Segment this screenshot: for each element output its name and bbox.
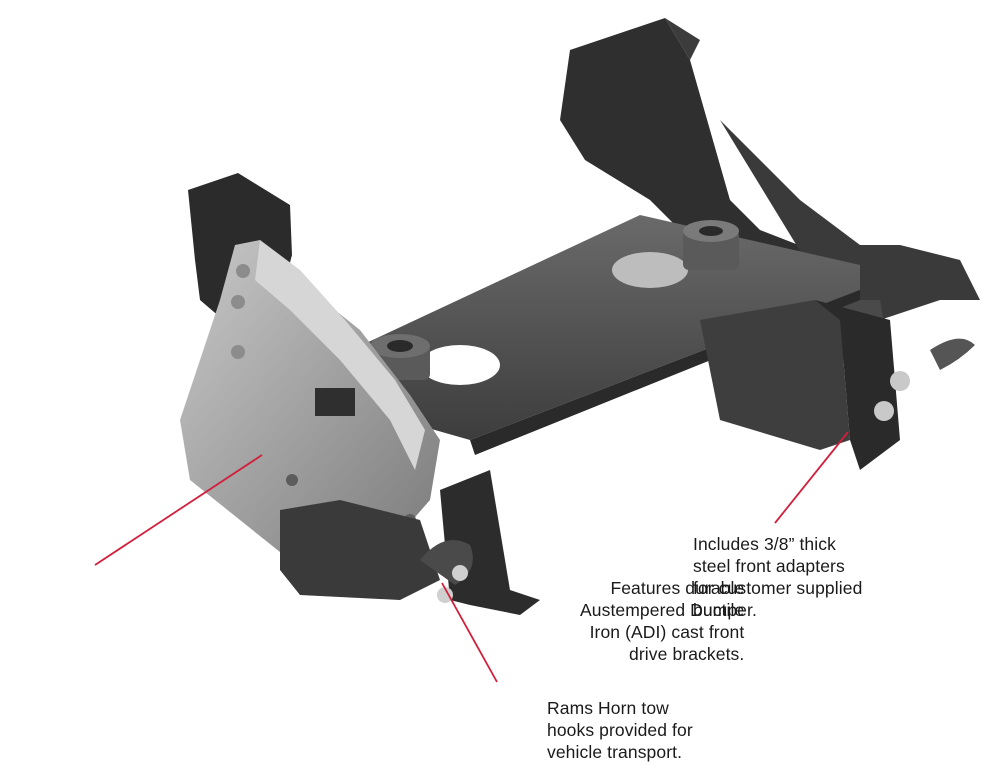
callout-line: rior xyxy=(0,435,40,457)
callout-line: Rams Horn tow xyxy=(547,698,669,718)
left-front-adapter xyxy=(280,470,540,615)
callout-tow-hooks: Rams Horn tow hooks provided for vehicle… xyxy=(547,697,693,763)
callout-line: hooks provided for xyxy=(547,720,693,740)
leader-line-hooks xyxy=(441,582,498,683)
callout-line: drive brackets. xyxy=(629,644,745,664)
callout-adi-brackets: Features durable Austempered Ductile Iro… xyxy=(580,577,744,665)
callout-line: bumper. xyxy=(693,600,757,620)
callout-partial-left: ings rior xyxy=(0,413,40,457)
leader-line-adi xyxy=(94,454,263,566)
callout-line: Includes 3/8” thick xyxy=(693,534,836,554)
callout-line: Austempered Ductile xyxy=(580,600,745,620)
callout-line: ings xyxy=(0,413,40,435)
callout-front-adapters: Includes 3/8” thick steel front adapters… xyxy=(693,533,862,621)
right-front-adapter xyxy=(700,300,975,470)
adi-front-bracket xyxy=(180,240,440,570)
callout-line: vehicle transport. xyxy=(547,742,683,762)
callout-line: for customer supplied xyxy=(693,578,863,598)
leader-line-adapters xyxy=(774,431,849,524)
callout-line: Iron (ADI) cast front xyxy=(589,622,745,642)
callout-line: steel front adapters xyxy=(693,556,845,576)
callout-line: Features durable xyxy=(610,578,745,598)
